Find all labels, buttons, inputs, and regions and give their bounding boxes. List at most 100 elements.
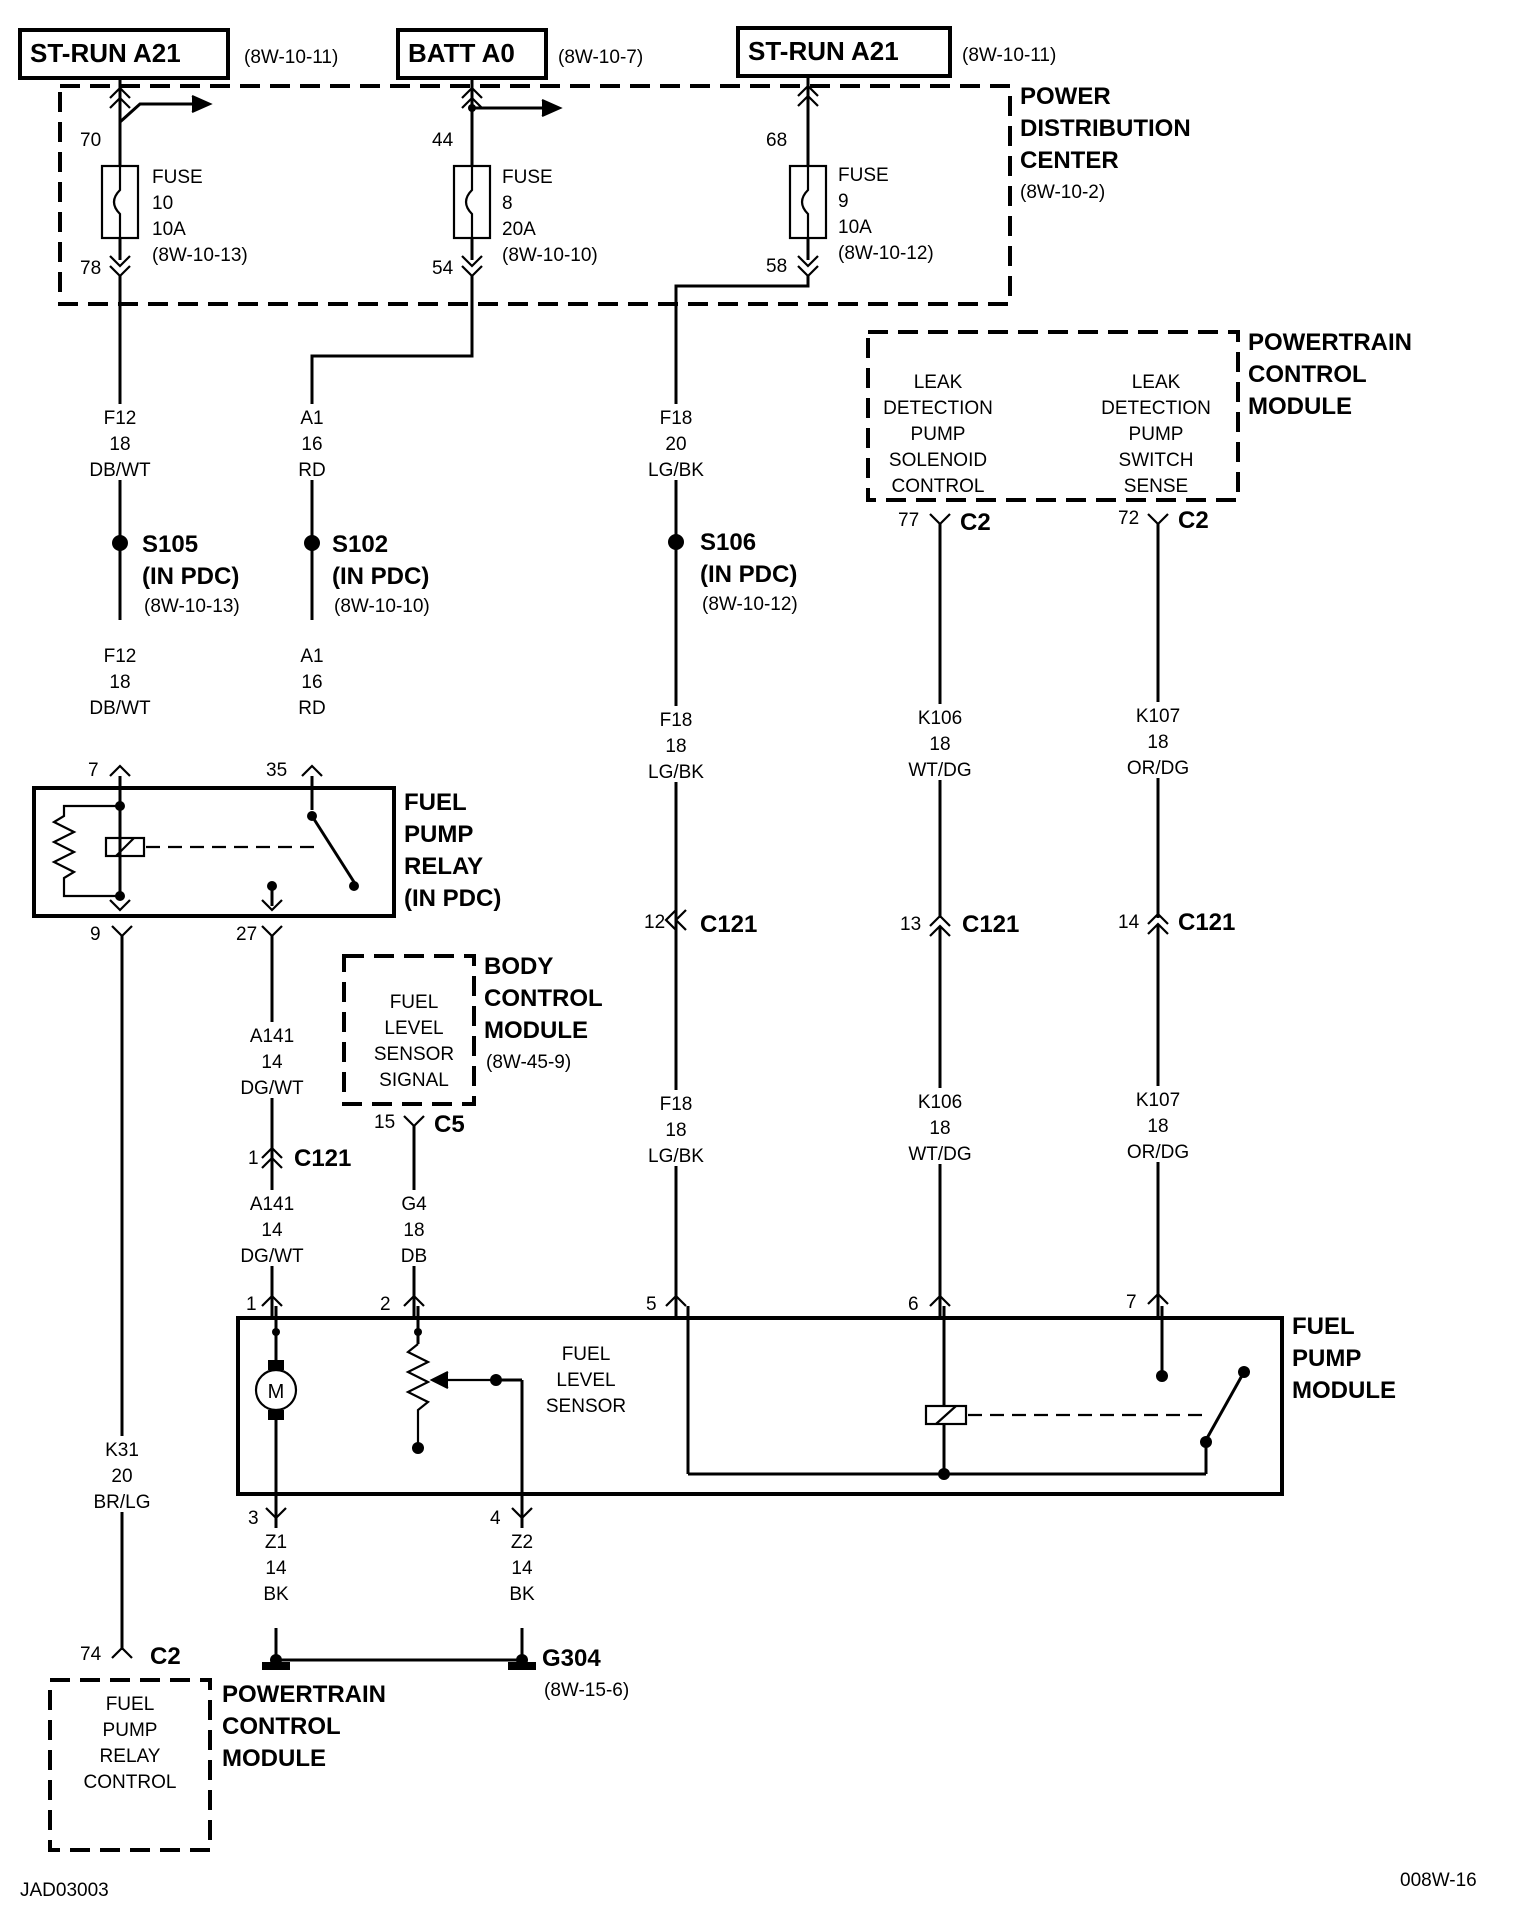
fuse-8: 44 54 FUSE 8 20A (8W-10-10) (310, 78, 598, 620)
svg-text:SENSOR: SENSOR (374, 1044, 454, 1065)
splice-s106: S106 (IN PDC) (8W-10-12) (668, 529, 798, 615)
top-box-batt: BATT A0 (8W-10-7) (396, 28, 643, 80)
svg-text:SWITCH: SWITCH (1119, 450, 1194, 471)
svg-text:20A: 20A (502, 219, 536, 240)
svg-text:15: 15 (374, 1112, 395, 1133)
svg-text:5: 5 (646, 1294, 657, 1315)
svg-text:K107: K107 (1136, 706, 1180, 727)
svg-text:MODULE: MODULE (1292, 1377, 1396, 1404)
svg-text:(8W-45-9): (8W-45-9) (486, 1052, 571, 1073)
svg-text:16: 16 (301, 434, 322, 455)
body-control-module: FUEL LEVEL SENSOR SIGNAL BODY CONTROL MO… (342, 953, 603, 1138)
svg-text:POWERTRAIN: POWERTRAIN (1248, 329, 1412, 356)
svg-text:SENSE: SENSE (1124, 476, 1188, 497)
svg-text:9: 9 (838, 191, 849, 212)
wire-a141-upper: A141 14 DG/WT (238, 1022, 306, 1099)
svg-text:(8W-10-7): (8W-10-7) (558, 47, 643, 68)
svg-text:A1: A1 (300, 408, 323, 429)
svg-text:(IN PDC): (IN PDC) (142, 563, 239, 590)
svg-text:72: 72 (1118, 508, 1139, 529)
wire-a1-lower: A1 16 RD (292, 642, 332, 719)
svg-text:(8W-10-13): (8W-10-13) (144, 596, 240, 617)
svg-text:C121: C121 (700, 911, 757, 938)
connector-c121-a141: 1 C121 (248, 1145, 351, 1172)
svg-text:BATT A0: BATT A0 (408, 38, 515, 68)
svg-text:POWERTRAIN: POWERTRAIN (222, 1681, 386, 1708)
svg-text:44: 44 (432, 130, 454, 151)
svg-text:20: 20 (665, 434, 686, 455)
svg-text:DETECTION: DETECTION (1101, 398, 1211, 419)
wire-f18-upper: F18 20 LG/BK (646, 404, 706, 481)
svg-text:14: 14 (1118, 912, 1140, 933)
svg-text:14: 14 (261, 1220, 283, 1241)
svg-text:A141: A141 (250, 1026, 294, 1047)
svg-text:35: 35 (266, 760, 287, 781)
wire-f12-lower: F12 18 DB/WT (89, 642, 151, 719)
svg-text:2: 2 (380, 1294, 391, 1315)
svg-text:BR/LG: BR/LG (93, 1492, 150, 1513)
splice-s105: S105 (IN PDC) (8W-10-13) (112, 531, 240, 617)
svg-text:A141: A141 (250, 1194, 294, 1215)
svg-text:18: 18 (665, 1120, 686, 1141)
svg-text:BK: BK (263, 1584, 289, 1605)
svg-text:Z1: Z1 (265, 1532, 287, 1553)
svg-text:10: 10 (152, 193, 173, 214)
svg-text:F12: F12 (104, 408, 137, 429)
svg-text:7: 7 (88, 760, 99, 781)
svg-text:DB/WT: DB/WT (89, 460, 151, 481)
powertrain-control-module-bottom: 74 C2 FUEL PUMP RELAY CONTROL POWERTRAIN… (48, 1643, 386, 1852)
svg-text:PUMP: PUMP (404, 821, 473, 848)
svg-text:S102: S102 (332, 531, 388, 558)
svg-text:(8W-10-2): (8W-10-2) (1020, 182, 1105, 203)
wire-z1-label: Z1 14 BK (256, 1528, 296, 1628)
fuel-pump-relay: 7 35 FUEL PUMP RELAY (IN PDC) 9 27 (32, 760, 501, 945)
svg-text:RELAY: RELAY (100, 1746, 161, 1767)
svg-text:K107: K107 (1136, 1090, 1180, 1111)
svg-text:54: 54 (432, 258, 454, 279)
svg-text:FUEL: FUEL (390, 992, 439, 1013)
connector-c121-f18: 12 C121 (644, 909, 757, 938)
svg-text:LG/BK: LG/BK (648, 460, 704, 481)
svg-text:MODULE: MODULE (222, 1745, 326, 1772)
svg-text:SOLENOID: SOLENOID (889, 450, 987, 471)
svg-text:PUMP: PUMP (103, 1720, 158, 1741)
svg-text:WT/DG: WT/DG (908, 760, 971, 781)
svg-text:ST-RUN A21: ST-RUN A21 (748, 36, 899, 66)
svg-text:(8W-10-13): (8W-10-13) (152, 245, 248, 266)
svg-text:LG/BK: LG/BK (648, 1146, 704, 1167)
svg-text:(8W-15-6): (8W-15-6) (544, 1680, 629, 1701)
svg-text:S105: S105 (142, 531, 198, 558)
svg-text:3: 3 (248, 1508, 259, 1529)
svg-text:16: 16 (301, 672, 322, 693)
svg-text:SIGNAL: SIGNAL (379, 1070, 449, 1091)
svg-text:FUSE: FUSE (152, 167, 203, 188)
svg-text:F12: F12 (104, 646, 137, 667)
svg-text:FUEL: FUEL (1292, 1313, 1355, 1340)
svg-text:(8W-10-11): (8W-10-11) (244, 47, 338, 68)
fuse-9: 68 58 FUSE 9 10A (8W-10-12) (674, 76, 934, 920)
svg-text:18: 18 (403, 1220, 424, 1241)
svg-text:G304: G304 (542, 1645, 601, 1672)
top-box-st-run-1: ST-RUN A21 (8W-10-11) (18, 28, 338, 80)
svg-text:WT/DG: WT/DG (908, 1144, 971, 1165)
svg-text:14: 14 (265, 1558, 287, 1579)
svg-text:18: 18 (109, 672, 130, 693)
svg-text:PUMP: PUMP (1129, 424, 1184, 445)
footer-left-code: JAD03003 (20, 1880, 109, 1901)
wire-z2-label: Z2 14 BK (502, 1528, 542, 1628)
svg-text:BODY: BODY (484, 953, 553, 980)
svg-text:9: 9 (90, 924, 101, 945)
svg-text:18: 18 (665, 736, 686, 757)
svg-text:F18: F18 (660, 710, 693, 731)
svg-text:13: 13 (900, 914, 921, 935)
svg-text:68: 68 (766, 130, 787, 151)
svg-text:(8W-10-10): (8W-10-10) (502, 245, 598, 266)
splice-s102: S102 (IN PDC) (8W-10-10) (304, 531, 430, 617)
svg-text:K106: K106 (918, 1092, 962, 1113)
svg-text:12: 12 (644, 912, 665, 933)
svg-text:6: 6 (908, 1294, 919, 1315)
svg-text:BK: BK (509, 1584, 535, 1605)
svg-text:4: 4 (490, 1508, 501, 1529)
wire-f12-upper: F12 18 DB/WT (89, 404, 151, 481)
